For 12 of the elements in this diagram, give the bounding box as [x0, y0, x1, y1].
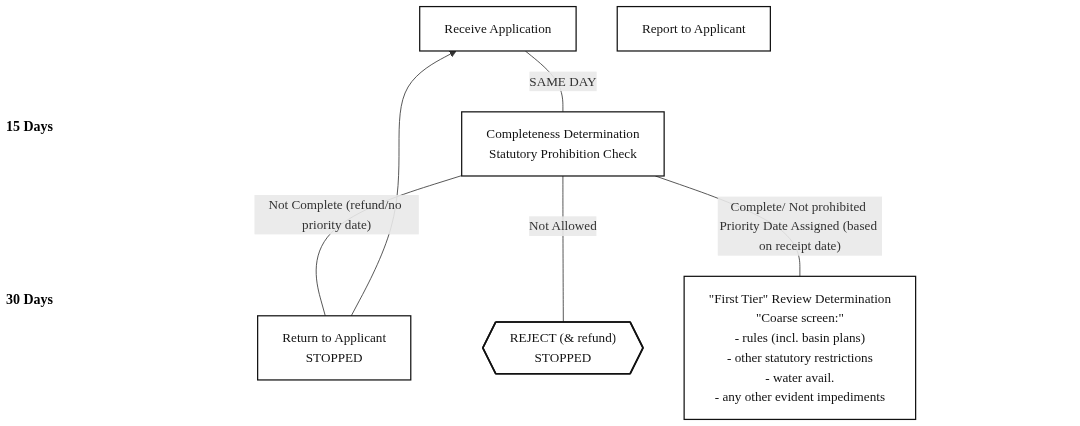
edge-label: Not Allowed — [529, 218, 597, 233]
node-box: Completeness Determination Statutory Prohibition Check — [461, 111, 665, 177]
connector — [562, 175, 564, 323]
edge-label: Not Complete (refund/no priority date) — [268, 197, 402, 232]
edge-label: Complete/ Not prohibited Priority Date Assigned (based on receipt date) — [719, 199, 877, 253]
node-box: Return to Applicant STOPPED — [257, 315, 412, 381]
duration-label: 30 Days — [6, 291, 55, 308]
edge-label: SAME DAY — [529, 74, 597, 88]
node-box: Receive Application — [419, 5, 577, 52]
node-box: Report to Applicant — [616, 5, 771, 52]
duration-label: 15 Days — [6, 118, 55, 135]
node-box: "First Tier" Review Determination "Coarse screen:" - rules (incl. basin plans) - other statutory restrictions - water avail. - any other evident impediments — [683, 275, 917, 421]
